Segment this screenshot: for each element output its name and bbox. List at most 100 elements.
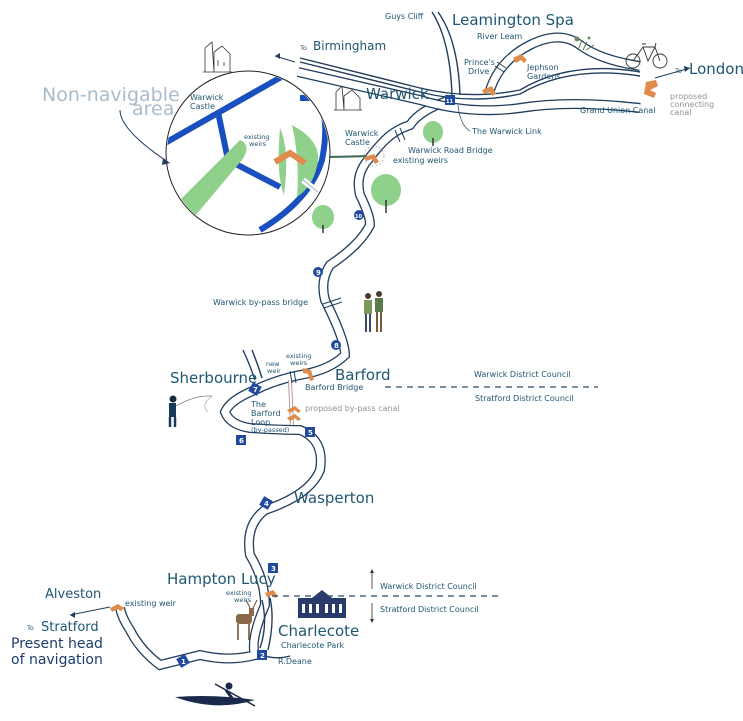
svg-text:2: 2 [260, 652, 265, 660]
label-stratford-dc-2: Stratford District Council [380, 605, 479, 614]
tree-icon [423, 121, 443, 146]
label-hampton-lucy: Hampton Lucy [167, 570, 276, 588]
label-barford-loop-4: (by-passed) [251, 426, 289, 434]
label-proposed-1: proposed [670, 92, 707, 101]
weir-icon [482, 86, 496, 96]
lock-1: 1 [176, 654, 190, 668]
label-jephson-2: Gardens [527, 72, 561, 81]
svg-text:3: 3 [271, 565, 276, 573]
label-wasperton: Wasperton [294, 489, 374, 507]
label-warwick: Warwick [366, 85, 429, 103]
label-to-london-prefix: To [674, 67, 682, 75]
label-to-birmingham: Birmingham [313, 39, 386, 53]
label-to-stratford: Stratford [41, 620, 99, 635]
lock-5: 5 [305, 427, 315, 437]
inset-channel-north [167, 72, 292, 146]
label-charlecote: Charlecote [278, 622, 359, 640]
deer-icon [236, 599, 258, 640]
label-barford-bridge: Barford Bridge [305, 383, 363, 392]
non-navigable-pointer [119, 109, 169, 163]
bridges [289, 61, 507, 384]
label-river-leam: River Leam [477, 32, 522, 41]
inset-island-mid [278, 128, 287, 195]
svg-text:11: 11 [446, 99, 453, 105]
label-warwick-castle-1: Warwick [345, 129, 379, 138]
label-warwick-dc-2: Warwick District Council [380, 582, 477, 591]
weirs [110, 54, 658, 612]
label-barford-loop-2: Barford [251, 409, 281, 418]
svg-text:8: 8 [334, 342, 339, 350]
label-r-deane: R.Deane [278, 657, 312, 666]
label-to-london: London [689, 60, 743, 78]
label-bypass-bridge: Warwick by-pass bridge [213, 298, 308, 307]
lock-6: 6 [236, 435, 246, 445]
label-charlecote-park: Charlecote Park [281, 641, 345, 650]
locks: 1 2 3 4 5 6 7 8 9 10 11 [176, 95, 455, 668]
label-existing-weirs-barford-2: weirs [290, 359, 308, 367]
svg-text:7: 7 [253, 386, 258, 394]
label-sherbourne: Sherbourne [170, 369, 257, 387]
label-alveston: Alveston [45, 587, 101, 602]
label-leamington-spa: Leamington Spa [452, 11, 574, 29]
label-new-weir-2: weir [267, 367, 281, 375]
inset-weirs-label-2: weirs [249, 140, 267, 148]
label-new-weir-1: new [266, 360, 280, 368]
fisherman-icon [168, 395, 213, 427]
inset-weir [273, 149, 307, 166]
non-navigable-label-2: area [132, 98, 174, 120]
inset-castle-label-2: Castle [190, 102, 215, 111]
district-boundary-charlecote [272, 569, 500, 623]
label-grand-union: Grand Union Canal [580, 106, 655, 115]
inset-bridge [301, 177, 320, 195]
inset-map: Warwick Castle existing weirs [165, 70, 373, 236]
label-proposed-3: canal [670, 108, 692, 117]
label-barford: Barford [335, 366, 391, 384]
charlecote-house-icon [298, 590, 346, 618]
label-princes-drive-2: Drive [468, 67, 489, 76]
weir-icon [364, 154, 379, 164]
svg-text:6: 6 [239, 437, 244, 445]
walkers-icon [364, 291, 383, 332]
lock-9: 9 [313, 267, 323, 277]
river-avon [69, 95, 452, 671]
lock-4: 4 [259, 496, 273, 510]
weir-icon [513, 54, 527, 63]
label-proposed-2: connecting [670, 100, 714, 109]
inset-weirs-label-1: existing [244, 133, 270, 141]
label-alveston-weir: existing weir [125, 599, 177, 608]
label-present-head-2: of navigation [11, 652, 103, 668]
label-guys-cliff: Guys Cliff [385, 12, 424, 21]
label-present-head-1: Present head [11, 636, 103, 652]
tree-icon [371, 174, 401, 213]
lock-2: 2 [257, 650, 267, 660]
weir-icon [110, 604, 124, 612]
lock-7: 7 [248, 382, 262, 396]
label-hl-weirs-2: weirs [234, 596, 252, 604]
label-warwick-castle-2: Castle [345, 138, 370, 147]
lock-11: 11 [445, 95, 455, 105]
svg-text:9: 9 [316, 269, 321, 277]
label-warwick-road-bridge: Warwick Road Bridge [408, 146, 493, 155]
svg-text:4: 4 [264, 500, 269, 508]
inset-island-west [175, 140, 247, 222]
weir-icon [287, 406, 301, 421]
weir-icon [303, 368, 314, 381]
label-princes-drive-1: Prince's [464, 58, 495, 67]
label-existing-weirs-barford-1: existing [286, 352, 312, 360]
trees [312, 121, 443, 233]
non-navigable-label-1: Non-navigable [42, 84, 180, 106]
weir-icon [644, 80, 658, 98]
labels: Guys Cliff Leamington Spa River Leam Pri… [11, 11, 743, 668]
label-barford-loop-3: Loop [251, 418, 270, 427]
svg-text:10: 10 [355, 214, 362, 220]
svg-text:1: 1 [181, 658, 186, 666]
kayak-icon [175, 682, 256, 707]
flowers-icon [574, 36, 595, 51]
lock-3: 3 [268, 563, 278, 573]
inset-castle-label-1: Warwick [190, 93, 224, 102]
castle-icon [203, 41, 362, 111]
label-hl-weirs-1: existing [226, 589, 252, 597]
lock-10: 10 [354, 210, 364, 220]
tree-icon [312, 205, 334, 233]
